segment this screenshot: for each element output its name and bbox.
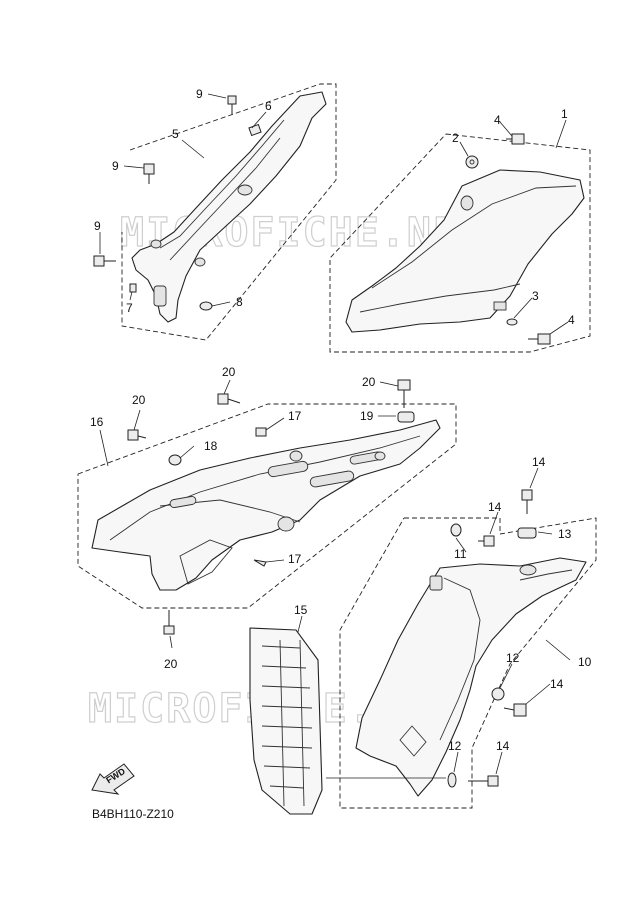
- part-6-clip: [248, 123, 262, 137]
- part-8-grommet: [199, 301, 213, 311]
- part-2-washer: [465, 155, 479, 169]
- callout-16: 16: [90, 415, 104, 429]
- callout-12-b: 12: [448, 739, 462, 753]
- callout-8: 8: [236, 295, 243, 309]
- callout-5: 5: [172, 127, 179, 141]
- part-16-seat-side-cover: [91, 419, 441, 591]
- dashed-box-seat-panel: [77, 403, 457, 609]
- callout-20-d: 20: [164, 657, 178, 671]
- part-4-bolts: [506, 133, 551, 345]
- callout-17-b: 17: [288, 552, 302, 566]
- callout-19: 19: [360, 409, 374, 423]
- part-17-clips: [253, 427, 267, 567]
- fwd-arrow-icon: FWD: [91, 763, 135, 795]
- callout-3: 3: [532, 289, 539, 303]
- callout-18: 18: [204, 439, 218, 453]
- part-14-bolts: [468, 489, 533, 787]
- callout-4-b: 4: [568, 313, 575, 327]
- dashed-box-left-cover: [121, 83, 337, 341]
- callout-4-a: 4: [494, 113, 501, 127]
- callout-14-c: 14: [550, 677, 564, 691]
- callout-14-d: 14: [496, 739, 510, 753]
- part-19-washer: [397, 411, 415, 423]
- callout-9-a: 9: [196, 87, 203, 101]
- callout-9-b: 9: [112, 159, 119, 173]
- dashed-box-radiator-cover: [339, 517, 597, 809]
- part-5-side-cover-left: [131, 91, 327, 323]
- callout-14-a: 14: [488, 500, 502, 514]
- part-11-collar: [450, 523, 462, 537]
- part-13-washer: [517, 527, 537, 539]
- part-15-radiator-louver: [249, 627, 323, 815]
- part-1-side-cover-right: [345, 169, 585, 333]
- part-18-grommet: [168, 454, 182, 466]
- part-12-collars: [447, 687, 505, 788]
- diagram-code: B4BH110-Z210: [92, 807, 174, 821]
- dashed-box-right-cover: [329, 133, 591, 353]
- callout-17-a: 17: [288, 409, 302, 423]
- callout-20-b: 20: [222, 365, 236, 379]
- callout-15: 15: [294, 603, 308, 617]
- callout-6: 6: [265, 99, 272, 113]
- callout-7: 7: [126, 301, 133, 315]
- part-3-collar: [506, 318, 518, 326]
- callout-14-b: 14: [532, 455, 546, 469]
- part-9-bolts: [93, 95, 237, 267]
- callout-11: 11: [454, 547, 467, 561]
- callout-9-c: 9: [94, 219, 101, 233]
- callout-12-a: 12: [506, 651, 520, 665]
- callout-20-c: 20: [132, 393, 146, 407]
- part-10-radiator-cover: [355, 557, 587, 797]
- callout-10: 10: [578, 655, 592, 669]
- callout-13: 13: [558, 527, 572, 541]
- callout-20-a: 20: [362, 375, 376, 389]
- callout-2: 2: [452, 131, 459, 145]
- part-20-bolts: [127, 379, 411, 635]
- part-7-collar: [129, 283, 137, 293]
- callout-1: 1: [561, 107, 568, 121]
